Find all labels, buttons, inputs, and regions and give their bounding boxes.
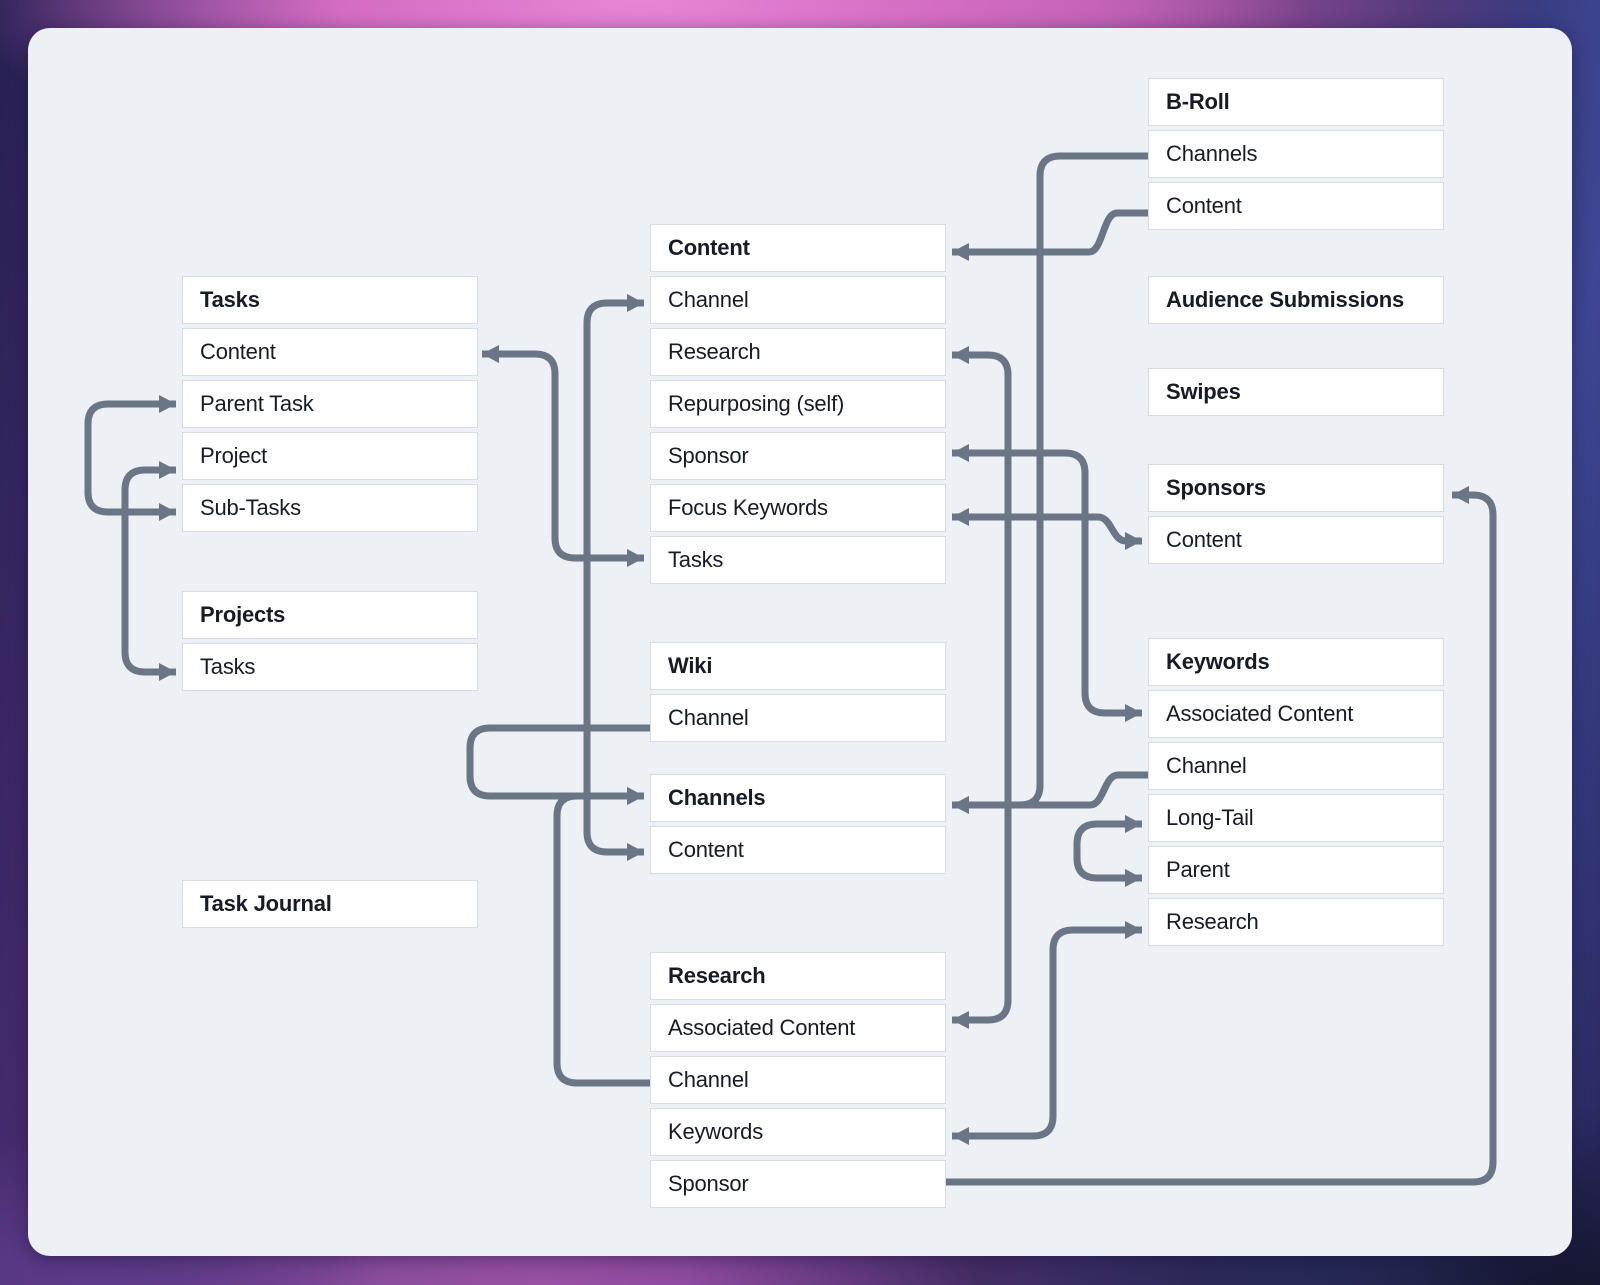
db-row: Research xyxy=(650,328,946,376)
db-row: Associated Content xyxy=(1148,690,1444,738)
db-row: Research xyxy=(1148,898,1444,946)
db-row: Content xyxy=(1148,182,1444,230)
db-title-projects: Projects xyxy=(182,591,478,639)
db-row: Channel xyxy=(650,276,946,324)
db-row: Channel xyxy=(650,1056,946,1104)
db-box-task-journal: Task Journal xyxy=(182,880,478,928)
db-row: Channel xyxy=(650,694,946,742)
db-row: Parent Task xyxy=(182,380,478,428)
db-row: Content xyxy=(182,328,478,376)
db-title-wiki: Wiki xyxy=(650,642,946,690)
db-title-keywords: Keywords xyxy=(1148,638,1444,686)
db-row: Sub-Tasks xyxy=(182,484,478,532)
db-title-content: Content xyxy=(650,224,946,272)
db-row: Project xyxy=(182,432,478,480)
db-row: Content xyxy=(1148,516,1444,564)
db-row: Keywords xyxy=(650,1108,946,1156)
db-row: Long-Tail xyxy=(1148,794,1444,842)
db-row: Sponsor xyxy=(650,432,946,480)
db-title-b-roll: B-Roll xyxy=(1148,78,1444,126)
db-row: Tasks xyxy=(182,643,478,691)
db-title-sponsors: Sponsors xyxy=(1148,464,1444,512)
db-row: Sponsor xyxy=(650,1160,946,1208)
db-row: Repurposing (self) xyxy=(650,380,946,428)
db-row: Associated Content xyxy=(650,1004,946,1052)
db-title-swipes: Swipes xyxy=(1148,368,1444,416)
db-row: Channel xyxy=(1148,742,1444,790)
db-title-audience-submissions: Audience Submissions xyxy=(1148,276,1444,324)
db-title-task-journal: Task Journal xyxy=(182,880,478,928)
db-row: Tasks xyxy=(650,536,946,584)
db-box-swipes: Swipes xyxy=(1148,368,1444,416)
db-row: Focus Keywords xyxy=(650,484,946,532)
db-title-channels: Channels xyxy=(650,774,946,822)
db-title-tasks: Tasks xyxy=(182,276,478,324)
db-title-research: Research xyxy=(650,952,946,1000)
db-row: Content xyxy=(650,826,946,874)
db-row: Parent xyxy=(1148,846,1444,894)
db-row: Channels xyxy=(1148,130,1444,178)
db-box-audience-submissions: Audience Submissions xyxy=(1148,276,1444,324)
